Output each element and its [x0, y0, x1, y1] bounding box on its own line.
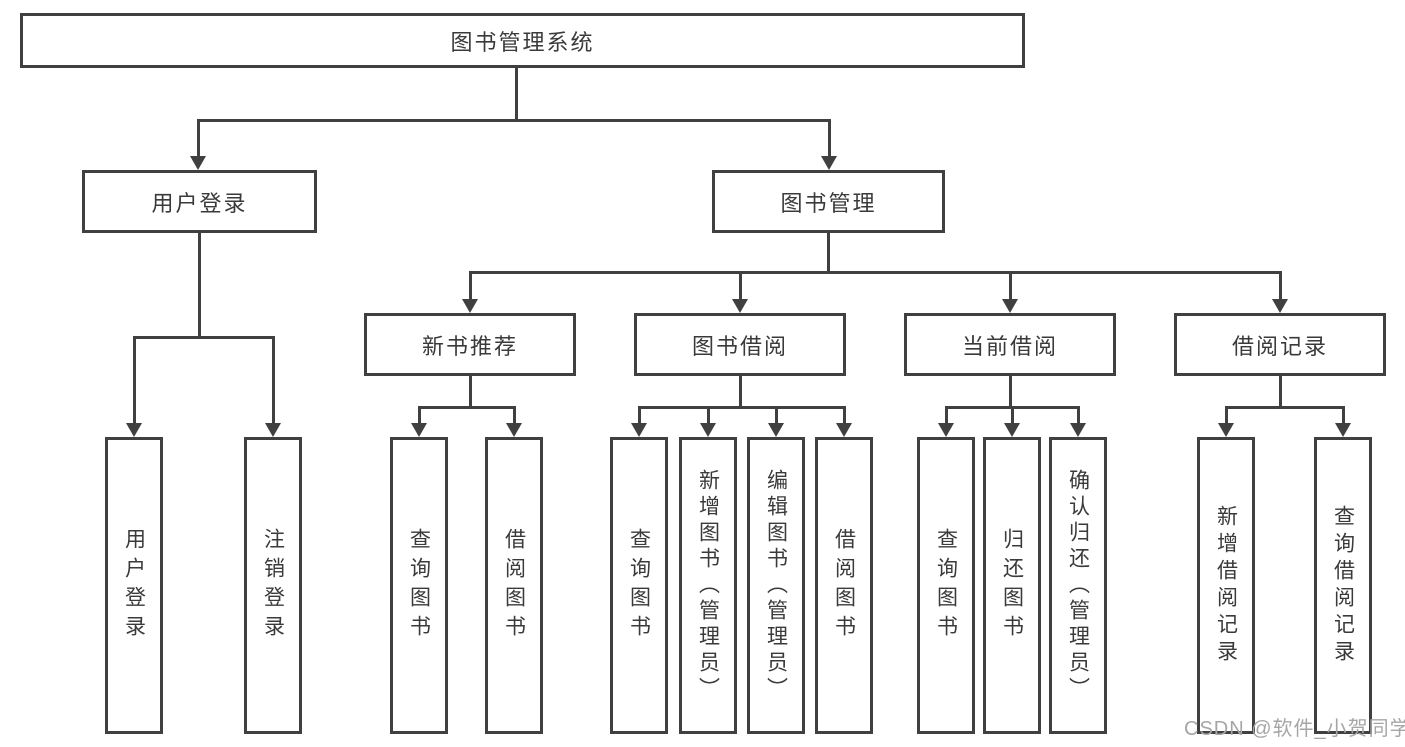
arrow-down-icon	[631, 423, 647, 437]
connector-newrec-split	[418, 406, 516, 409]
leaf-records-query-borrow-record: 查询借阅记录	[1314, 437, 1372, 734]
arrow-down-icon	[190, 156, 206, 170]
arrow-down-icon	[1002, 299, 1018, 313]
arrow-down-icon	[836, 423, 852, 437]
leaf-records-add-borrow-record: 新增借阅记录	[1197, 437, 1255, 734]
connector-to-new-book	[469, 271, 472, 299]
leaf-logout: 注销登录	[244, 437, 302, 734]
connector-to-leaf	[1077, 406, 1080, 423]
leaf-current-query-books: 查询图书	[917, 437, 975, 734]
arrow-down-icon	[938, 423, 954, 437]
connector-to-leaf	[945, 406, 948, 423]
node-label: 借阅记录	[1231, 333, 1328, 359]
arrow-down-icon	[1335, 423, 1351, 437]
connector-root-stem	[515, 66, 518, 119]
connector-to-leaf	[1225, 406, 1228, 423]
connector-newrec-stem	[469, 376, 472, 406]
arrow-down-icon	[821, 156, 837, 170]
arrow-down-icon	[506, 423, 522, 437]
node-label: 查询借阅记录	[1331, 504, 1355, 667]
connector-to-leaf	[1011, 406, 1014, 423]
node-label: 借阅图书	[832, 527, 856, 644]
arrow-down-icon	[411, 423, 427, 437]
connector-to-current-borrow	[1009, 271, 1012, 299]
node-library-management-system: 图书管理系统	[20, 13, 1025, 68]
connector-user-login-split	[133, 336, 274, 339]
leaf-current-confirm-return-admin: 确认归还（管理员）	[1049, 437, 1107, 734]
leaf-borrow-query-books: 查询图书	[610, 437, 668, 734]
connector-to-leaf	[707, 406, 710, 423]
arrow-down-icon	[126, 423, 142, 437]
arrow-down-icon	[1218, 423, 1234, 437]
csdn-watermark: CSDN @软件_小贺同学	[1184, 718, 1405, 740]
arrow-down-icon	[700, 423, 716, 437]
node-label: 新增图书（管理员）	[696, 468, 720, 703]
node-label: 新增借阅记录	[1214, 504, 1238, 667]
connector-to-leaf	[638, 406, 641, 423]
connector-records-stem	[1279, 376, 1282, 406]
node-label: 查询图书	[407, 527, 431, 644]
node-new-book-recommend: 新书推荐	[364, 313, 576, 376]
node-label: 用户登录	[151, 190, 248, 216]
arrow-down-icon	[1004, 423, 1020, 437]
node-label: 确认归还（管理员）	[1066, 468, 1090, 703]
connector-user-login-stem	[198, 232, 201, 336]
node-label: 图书管理	[780, 190, 877, 216]
node-label: 编辑图书（管理员）	[764, 468, 788, 703]
arrow-down-icon	[1070, 423, 1086, 437]
leaf-current-return-books: 归还图书	[983, 437, 1041, 734]
node-label: 查询图书	[627, 527, 651, 644]
connector-to-user-login	[197, 119, 200, 157]
arrow-down-icon	[1272, 299, 1288, 313]
node-current-borrowing: 当前借阅	[904, 313, 1116, 376]
arrow-down-icon	[462, 299, 478, 313]
connector-book-mgmt-split	[469, 271, 1282, 274]
connector-to-leaf	[513, 406, 516, 423]
node-user-login: 用户登录	[82, 170, 317, 233]
connector-to-book-management	[828, 119, 831, 157]
node-book-management: 图书管理	[712, 170, 945, 233]
connector-to-leaf	[843, 406, 846, 423]
node-label: 注销登录	[261, 527, 285, 644]
connector-root-split	[197, 119, 830, 122]
connector-to-leaf	[272, 336, 275, 423]
arrow-down-icon	[732, 299, 748, 313]
connector-book-mgmt-stem	[827, 232, 830, 271]
connector-current-stem	[1009, 376, 1012, 406]
leaf-borrow-edit-books-admin: 编辑图书（管理员）	[747, 437, 805, 734]
connector-to-leaf	[133, 336, 136, 423]
node-label: 归还图书	[1000, 527, 1024, 644]
leaf-borrow-borrow-books: 借阅图书	[815, 437, 873, 734]
node-label: 图书管理系统	[450, 29, 595, 55]
leaf-user-login: 用户登录	[105, 437, 163, 734]
node-label: 借阅图书	[502, 527, 526, 644]
connector-borrow-split	[638, 406, 846, 409]
arrow-down-icon	[768, 423, 784, 437]
leaf-borrow-add-books-admin: 新增图书（管理员）	[679, 437, 737, 734]
connector-to-borrow-records	[1279, 271, 1282, 299]
connector-records-split	[1225, 406, 1345, 409]
node-label: 新书推荐	[421, 333, 518, 359]
connector-borrow-stem	[739, 376, 742, 406]
node-borrowing-records: 借阅记录	[1174, 313, 1386, 376]
arrow-down-icon	[265, 423, 281, 437]
node-label: 查询图书	[934, 527, 958, 644]
leaf-newrec-query-books: 查询图书	[390, 437, 448, 734]
node-book-borrowing: 图书借阅	[634, 313, 846, 376]
leaf-newrec-borrow-books: 借阅图书	[485, 437, 543, 734]
connector-to-leaf	[775, 406, 778, 423]
node-label: 当前借阅	[961, 333, 1058, 359]
connector-to-leaf	[418, 406, 421, 423]
node-label: 用户登录	[122, 527, 146, 644]
connector-to-leaf	[1342, 406, 1345, 423]
connector-to-book-borrow	[739, 271, 742, 299]
node-label: 图书借阅	[691, 333, 788, 359]
